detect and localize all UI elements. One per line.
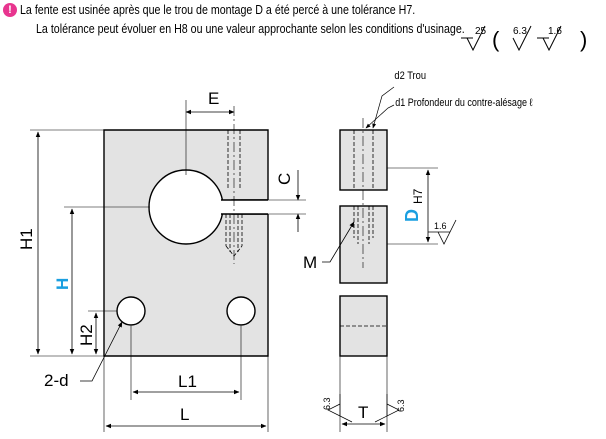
label-2-d: 2-d — [44, 321, 123, 390]
roughness-symbol-option1: 6.3 — [512, 25, 532, 52]
dim-label-T: T — [358, 403, 368, 422]
side-upper-part — [339, 129, 388, 191]
roughness-main-value: 25 — [475, 26, 487, 37]
bottom-hole-left — [116, 296, 146, 326]
dimension-H1: H1 — [17, 129, 104, 357]
dim-label-C: C — [275, 173, 294, 185]
dimension-D-H7: D H7 — [387, 167, 438, 245]
dim-label-E: E — [208, 89, 219, 108]
dim-label-M: M — [303, 253, 317, 272]
dim-label-2-d: 2-d — [44, 371, 69, 390]
roughness-bore-value: 1.6 — [434, 221, 447, 231]
dimension-L: L — [103, 356, 269, 432]
dim-label-H1: H1 — [17, 228, 36, 250]
dimension-T: T — [339, 356, 388, 432]
roughness-option2-value: 1.6 — [548, 26, 562, 37]
dim-label-H2: H2 — [77, 324, 96, 346]
roughness-symbol-bore: 1.6 — [428, 219, 457, 245]
label-M: M — [303, 221, 355, 272]
warning-icon: ! — [3, 3, 17, 17]
roughness-t-left-value: 6.3 — [322, 397, 332, 410]
side-middle-part — [339, 205, 388, 284]
dim-label-L1: L1 — [178, 372, 197, 391]
roughness-symbol-t-right: 6.3 — [374, 394, 406, 423]
roughness-close-paren: ) — [580, 27, 587, 52]
machining-note-line-2: La tolérance peut évoluer en H8 ou une v… — [36, 21, 465, 36]
label-d1: d1 Profondeur du contre-alésage ℓ — [395, 97, 533, 109]
dimension-H2: H2 — [77, 310, 117, 355]
dim-label-L: L — [180, 405, 189, 424]
roughness-t-right-value: 6.3 — [396, 399, 406, 412]
roughness-open-paren: ( — [492, 27, 500, 52]
dim-label-D: D — [402, 209, 422, 222]
bottom-hole-right — [226, 296, 256, 326]
roughness-option1-value: 6.3 — [513, 26, 527, 37]
dimension-E: E — [185, 89, 235, 115]
side-view — [339, 118, 388, 357]
roughness-symbol-option2: 1.6 — [537, 25, 562, 52]
label-d2-d1: d2 Trou d1 Profondeur du contre-alésage … — [365, 70, 533, 129]
dim-label-H: H — [53, 278, 72, 290]
label-d2: d2 Trou — [394, 70, 426, 82]
roughness-symbol-main: 25 — [461, 25, 487, 52]
mounting-bore — [148, 169, 224, 245]
dimension-L1: L1 — [130, 326, 242, 400]
roughness-symbol-t-left: 6.3 — [322, 394, 353, 423]
front-view — [103, 100, 269, 357]
dim-label-H7: H7 — [411, 188, 425, 204]
dimension-C: C — [268, 170, 306, 232]
machining-note-line-1: La fente est usinée après que le trou de… — [20, 2, 416, 17]
dimension-H: H — [53, 206, 150, 355]
